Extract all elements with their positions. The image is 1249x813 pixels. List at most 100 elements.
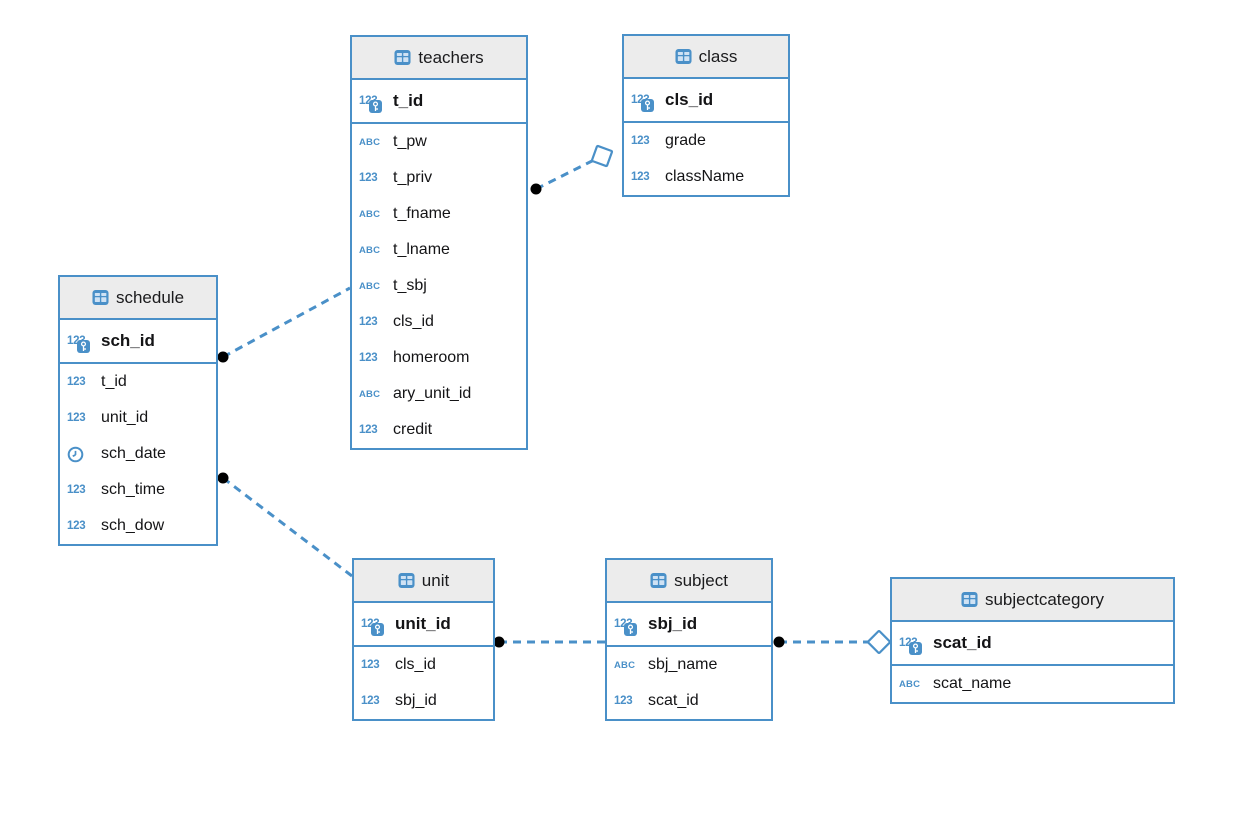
dot-endpoint bbox=[530, 183, 542, 195]
relationship-line-schedule-unit[interactable] bbox=[222, 476, 353, 578]
table-icon bbox=[394, 49, 411, 66]
relationship-line-teachers-class[interactable] bbox=[535, 154, 603, 191]
table-icon bbox=[398, 572, 415, 589]
numeric-type-icon: 123 bbox=[67, 520, 95, 532]
table-icon bbox=[650, 572, 667, 589]
numeric-type-icon: 123 bbox=[67, 412, 95, 424]
table-header[interactable]: class bbox=[624, 36, 788, 79]
column-name: sch_date bbox=[101, 445, 166, 462]
numeric-type-glyph: 123 bbox=[67, 484, 86, 496]
numeric-type-glyph: 123 bbox=[631, 135, 650, 147]
column-name: t_pw bbox=[393, 133, 427, 150]
column-name: cls_id bbox=[665, 90, 714, 109]
column-row[interactable]: ABC scat_name bbox=[892, 666, 1173, 702]
text-type-glyph: ABC bbox=[359, 280, 381, 292]
relationship-line-schedule-teachers[interactable] bbox=[222, 286, 351, 359]
text-type-glyph: ABC bbox=[359, 388, 381, 400]
dot-endpoint bbox=[773, 636, 785, 648]
column-name: className bbox=[665, 168, 745, 185]
dot-endpoint bbox=[217, 351, 229, 363]
numeric-type-glyph: 123 bbox=[67, 520, 86, 532]
numeric-type-glyph: 123 bbox=[67, 376, 86, 388]
column-name: unit_id bbox=[395, 614, 451, 633]
column-name: t_lname bbox=[393, 241, 450, 258]
table-header[interactable]: subjectcategory bbox=[892, 579, 1173, 622]
pk-column-row[interactable]: 123 cls_id bbox=[624, 79, 788, 123]
numeric-type-icon: 123 bbox=[361, 695, 389, 707]
table-header[interactable]: schedule bbox=[60, 277, 216, 320]
table-header[interactable]: subject bbox=[607, 560, 771, 603]
column-row[interactable]: ABC t_lname bbox=[352, 232, 526, 268]
primary-key-icon: 123 bbox=[631, 94, 659, 112]
numeric-type-glyph: 123 bbox=[359, 424, 378, 436]
column-name: sbj_name bbox=[648, 656, 718, 673]
numeric-type-glyph: 123 bbox=[361, 659, 380, 671]
column-row[interactable]: 123 homeroom bbox=[352, 340, 526, 376]
table-title: schedule bbox=[115, 287, 185, 307]
text-type-glyph: ABC bbox=[899, 678, 921, 690]
table-title: subjectcategory bbox=[984, 589, 1105, 609]
diamond-endpoint bbox=[590, 144, 614, 168]
numeric-type-glyph: 123 bbox=[359, 352, 378, 364]
primary-key-icon: 123 bbox=[359, 95, 387, 113]
numeric-type-glyph: 123 bbox=[67, 412, 86, 424]
table-title: class bbox=[698, 46, 738, 66]
numeric-type-glyph: 123 bbox=[359, 316, 378, 328]
text-type-glyph: ABC bbox=[359, 244, 381, 256]
numeric-type-icon: 123 bbox=[631, 135, 659, 147]
column-name: sbj_id bbox=[648, 614, 698, 633]
numeric-type-glyph: 123 bbox=[614, 695, 633, 707]
column-name: scat_name bbox=[933, 675, 1012, 692]
diamond-endpoint bbox=[867, 630, 891, 654]
column-row[interactable]: 123 sch_time bbox=[60, 472, 216, 508]
pk-column-row[interactable]: 123 unit_id bbox=[354, 603, 493, 647]
table-header[interactable]: teachers bbox=[352, 37, 526, 80]
numeric-type-icon: 123 bbox=[359, 424, 387, 436]
column-name: t_sbj bbox=[393, 277, 427, 294]
table-title: subject bbox=[674, 570, 728, 590]
column-name: unit_id bbox=[101, 409, 149, 426]
column-name: homeroom bbox=[393, 349, 470, 366]
numeric-type-icon: 123 bbox=[631, 171, 659, 183]
column-row[interactable]: 123 unit_id bbox=[60, 400, 216, 436]
column-name: scat_id bbox=[648, 692, 699, 709]
numeric-type-icon: 123 bbox=[359, 316, 387, 328]
key-icon bbox=[77, 340, 90, 353]
column-row[interactable]: 123 className bbox=[624, 159, 788, 195]
primary-key-icon: 123 bbox=[361, 618, 389, 636]
table-header[interactable]: unit bbox=[354, 560, 493, 603]
text-type-icon: ABC bbox=[359, 245, 387, 256]
column-row[interactable]: 123 scat_id bbox=[607, 683, 771, 719]
column-name: scat_id bbox=[933, 633, 992, 652]
datetime-type-icon bbox=[67, 446, 95, 463]
numeric-type-icon: 123 bbox=[359, 172, 387, 184]
column-name: sch_time bbox=[101, 481, 166, 498]
text-type-glyph: ABC bbox=[614, 659, 636, 671]
column-row[interactable]: ABC sbj_name bbox=[607, 647, 771, 683]
column-row[interactable]: ABC t_sbj bbox=[352, 268, 526, 304]
column-row[interactable]: sch_date bbox=[60, 436, 216, 472]
